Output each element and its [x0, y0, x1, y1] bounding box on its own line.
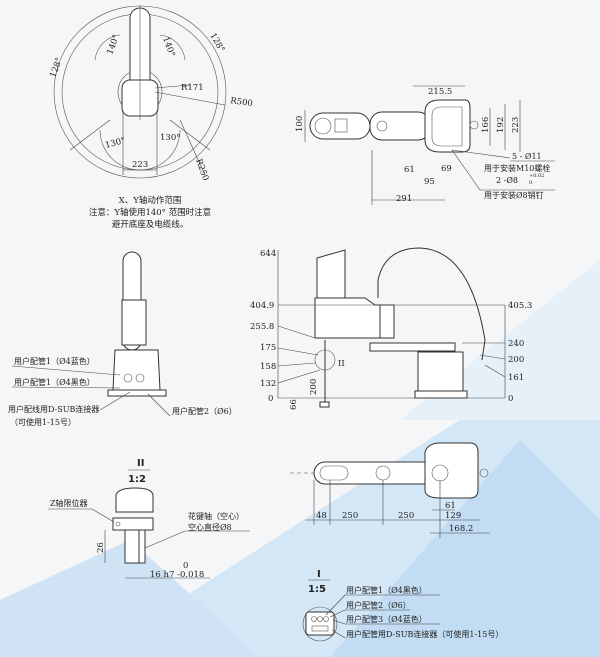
front-label-dsub: 用户配线用D-SUB连接器: [8, 404, 99, 414]
dim-291: 291: [396, 194, 412, 204]
detail-i-pipe3-blue: 用户配管3（Ø4蓝色）: [346, 614, 427, 624]
height-255-8: 255.8: [250, 322, 274, 332]
dim-215-5: 215.5: [428, 87, 452, 97]
height-175: 175: [260, 343, 276, 353]
front-elevation-view: 用户配管1（Ø4蓝色） 用户配管1（Ø4黑色） 用户配线用D-SUB连接器 （可…: [8, 251, 237, 427]
dim-192: 192: [496, 117, 506, 133]
height-161: 161: [508, 373, 524, 383]
height-158: 158: [260, 362, 276, 372]
detail-i-view: I 1:5 用户配管1（Ø4黑色） 用户配管2（Ø6） 用户配管3（Ø4蓝色） …: [302, 569, 503, 642]
note-pin-holes: 2 -Ø8: [496, 176, 518, 185]
label-hollow-diameter: 空心直径Ø8: [188, 522, 232, 532]
note-m10-bolt: 用于安装M10螺栓: [484, 163, 550, 173]
note-holes-m10: 5 - Ø11: [512, 152, 542, 161]
detail-ii-scale: 1:2: [128, 474, 146, 485]
height-0-right: 0: [508, 394, 513, 404]
side-elevation-view: 644 404.9 255.8 175 158 132 0 405.3 240 …: [250, 247, 532, 410]
dim-100: 100: [295, 116, 305, 132]
radius-r500: R500: [230, 96, 254, 109]
dim-95: 95: [424, 177, 435, 187]
background-shapes: [0, 260, 600, 657]
angle-130-right: 130°: [160, 133, 180, 143]
height-644: 644: [260, 249, 276, 259]
detail-i-scale: 1:5: [308, 584, 326, 595]
front-label-pipe1-blue: 用户配管1（Ø4蓝色）: [14, 356, 95, 366]
dim-250-b: 250: [398, 511, 414, 521]
height-0-left: 0: [268, 394, 273, 404]
detail-i-pipe2: 用户配管2（Ø6）: [346, 600, 411, 610]
label-spline-shaft: 花键轴（空心）: [188, 511, 244, 521]
dim-26: 26: [96, 542, 106, 553]
radius-r250: R250: [193, 158, 210, 183]
base-plan-view: 215.5 100 166 192 223 61 69 95 291 5 - Ø…: [295, 85, 555, 205]
dim-223: 223: [511, 117, 521, 133]
front-label-pipe1-black: 用户配管1（Ø4黑色）: [14, 377, 95, 387]
caption-line-3: 避开底座及电缆线。: [112, 219, 189, 230]
angle-140-left: 140°: [105, 33, 121, 56]
detail-ii-view: II 1:2 Z轴限位器 花键轴（空心） 空心直径Ø8 26 0 16 h7 -…: [48, 458, 250, 580]
detail-i-dsub: 用户配管用D-SUB连接器（可使用1-15号）: [346, 629, 503, 639]
radius-r171: R171: [181, 83, 204, 93]
height-200: 200: [508, 355, 524, 365]
angle-128-left: 128°: [48, 56, 64, 79]
detail-ii-title: II: [137, 458, 144, 469]
height-404-9: 404.9: [250, 301, 274, 311]
note-tolerance-lower: 0: [529, 180, 532, 186]
dim-166: 166: [481, 117, 491, 133]
front-label-pipe2: 用户配管2（Ø6）: [172, 406, 237, 416]
arm-plan-view: 48 250 250 61 129 168.2: [290, 442, 490, 538]
bottom-66: 66: [289, 399, 299, 410]
note-pin: 用于安装Ø8销钉: [484, 190, 544, 200]
stroke-200: 200: [309, 379, 319, 395]
width-223: 223: [132, 160, 148, 170]
note-tolerance-upper: +0.02: [529, 173, 544, 179]
dim-61: 61: [404, 165, 415, 175]
caption-line-1: X、Y轴动作范围: [119, 195, 182, 206]
dim-129: 129: [445, 511, 461, 521]
xy-motion-range-view: 140° 140° 128° 128° R171 R500 130° 130° …: [48, 5, 253, 230]
dim-61-b: 61: [445, 501, 456, 511]
dim-48: 48: [316, 511, 327, 521]
tolerance-upper: 0: [183, 561, 188, 571]
dim-250-a: 250: [342, 511, 358, 521]
caption-line-2: 注意：Y轴使用140° 范围时注意: [89, 207, 211, 218]
detail-mark-ii: II: [338, 359, 345, 369]
label-z-axis-limiter: Z轴限位器: [50, 498, 88, 508]
tolerance-16h7: 16 h7 -0.018: [150, 570, 204, 580]
angle-140-right: 140°: [160, 36, 176, 59]
detail-i-title: I: [317, 569, 321, 580]
front-label-dsub-range: （可使用1-15号）: [10, 417, 76, 427]
dim-69: 69: [441, 164, 452, 174]
height-405-3: 405.3: [508, 301, 532, 311]
height-132: 132: [260, 379, 276, 389]
height-240: 240: [508, 339, 524, 349]
dim-168-2: 168.2: [449, 524, 473, 534]
detail-i-pipe1-black: 用户配管1（Ø4黑色）: [346, 585, 427, 595]
